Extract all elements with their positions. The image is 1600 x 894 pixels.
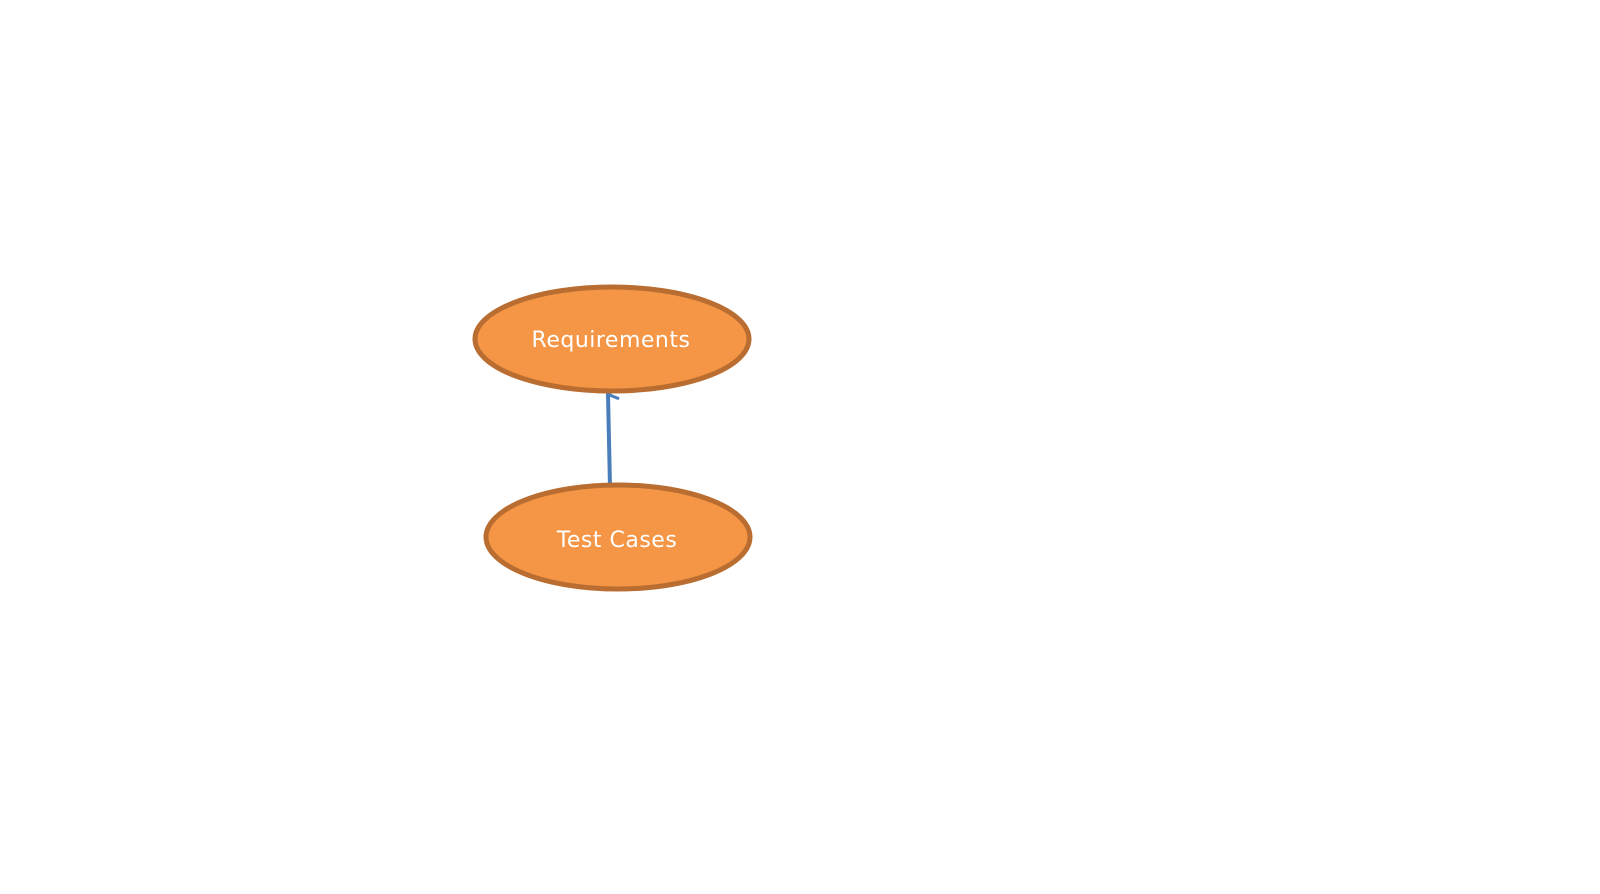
node-test-cases[interactable]: Test Cases xyxy=(483,482,753,592)
node-requirements[interactable]: Requirements xyxy=(472,284,752,394)
requirements-label: Requirements xyxy=(532,328,691,353)
test-cases-label: Test Cases xyxy=(556,528,678,553)
edge-test-cases-to-requirements xyxy=(608,394,610,488)
test-cases-ellipse[interactable] xyxy=(483,482,753,592)
dependency-arrow xyxy=(608,394,610,488)
requirements-ellipse[interactable] xyxy=(472,284,752,394)
